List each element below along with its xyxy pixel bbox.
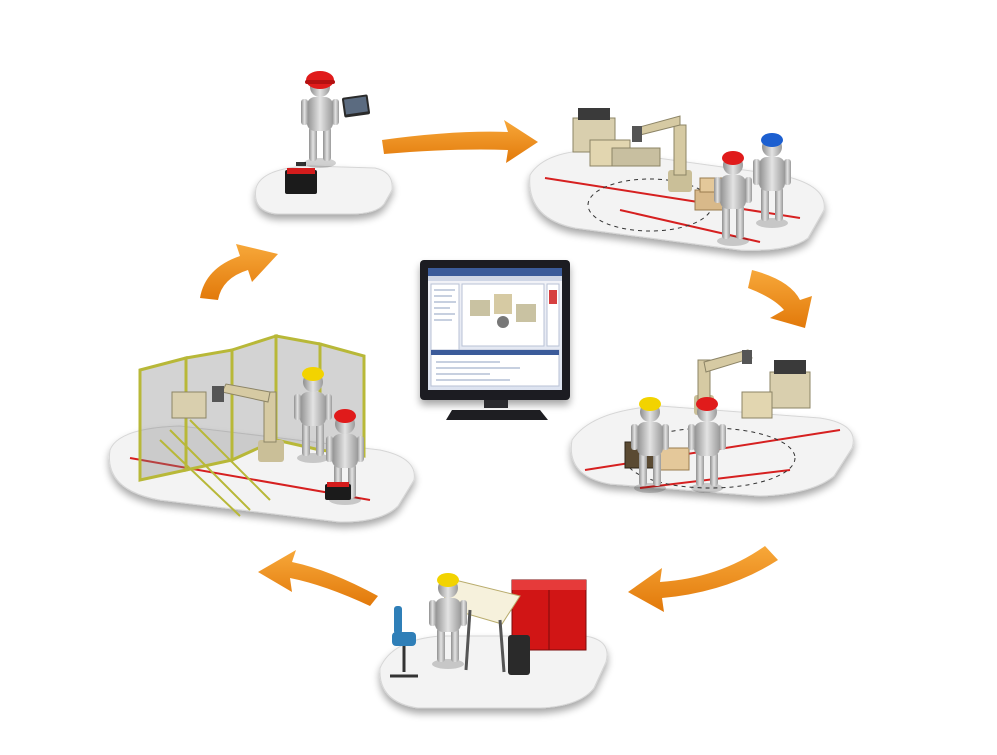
- arrow-top: [382, 120, 538, 163]
- arrow-bottom-left: [258, 550, 378, 606]
- arrow-right-lower: [628, 546, 778, 612]
- fenced-robot-cell-installation-icon: [109, 336, 414, 522]
- robot-cell-inspection-icon: [530, 108, 825, 250]
- simulation-monitor-icon: [420, 260, 570, 420]
- robot-palletizing-icon: [571, 350, 853, 496]
- engineer-drafting-table-icon: [380, 573, 607, 708]
- arrow-right-upper: [748, 270, 812, 328]
- arrow-left: [200, 244, 278, 300]
- technician-with-laptop-icon: [255, 71, 392, 214]
